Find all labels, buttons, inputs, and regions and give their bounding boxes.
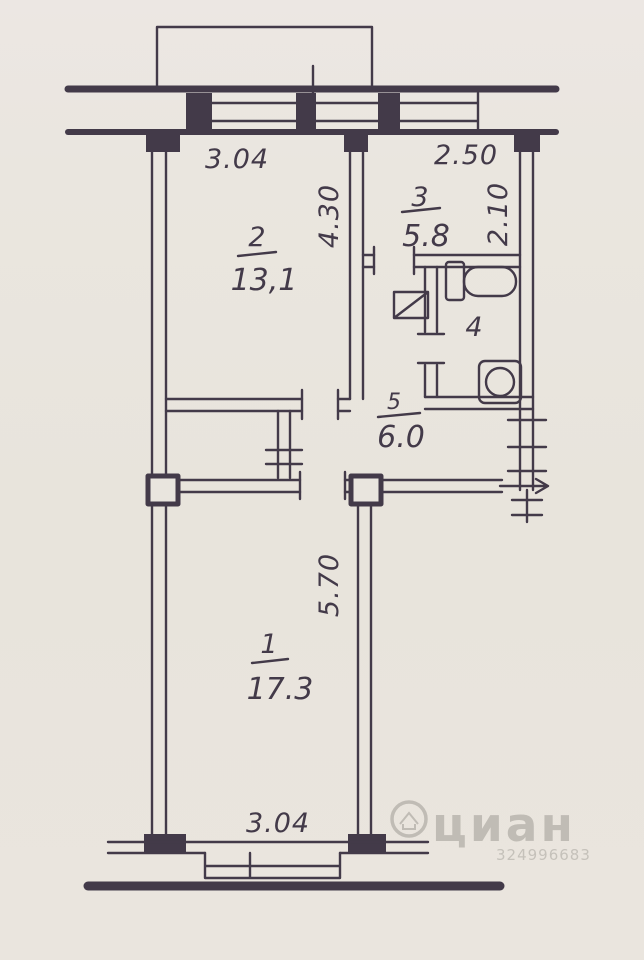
room3-number: 3: [411, 182, 428, 213]
middle-wall: [176, 478, 504, 494]
watermark-logo-icon: [390, 800, 428, 838]
room1-bottom-wall: [106, 840, 430, 855]
closet-wall: [276, 409, 292, 480]
watermark-brand: циан: [432, 798, 576, 853]
window-glazing-lines: [210, 91, 480, 133]
dim-kitchen-width: 2.50: [434, 140, 498, 171]
room4-number: 4: [465, 312, 482, 343]
watermark-house-icon: [399, 811, 419, 830]
right-exterior-wall: [518, 150, 535, 492]
watermark: циан 324996683: [390, 798, 591, 864]
pipe-riser-ticks: [506, 418, 548, 524]
room1-right-wall: [356, 502, 373, 838]
door-opening-ticks: [264, 245, 446, 501]
dim-room1-height: 5.70: [314, 553, 345, 617]
room3-bottom-wall: [361, 253, 522, 269]
vent-shaft: [392, 290, 430, 320]
window-piers: [186, 93, 400, 129]
bottom-window-assembly: [203, 851, 342, 880]
room2-fraction-bar: [236, 250, 278, 258]
room3-area: 5.8: [402, 219, 450, 254]
bathroom-left-wall: [423, 265, 439, 399]
toilet-icon: [444, 260, 518, 302]
room3-fraction-bar: [400, 206, 442, 214]
dim-kitchen-height: 2.10: [483, 182, 514, 246]
entrance-arrow: [498, 477, 550, 495]
wall-column-left: [145, 473, 181, 507]
dim-top-width: 3.04: [205, 144, 269, 175]
room5-number: 5: [387, 390, 401, 415]
room1-area: 17.3: [247, 672, 314, 707]
room2-bottom-wall: [164, 397, 352, 413]
wall-column-mid: [348, 473, 384, 507]
dim-bottom-width: 3.04: [246, 808, 310, 839]
room2-area: 13,1: [231, 263, 298, 298]
balcony-top-outline: [155, 25, 374, 91]
sink-icon: [477, 359, 523, 405]
room5-area: 6.0: [377, 420, 425, 455]
watermark-number: 324996683: [496, 846, 591, 864]
room1-number: 1: [260, 629, 277, 660]
dim-room2-height: 4.30: [314, 184, 345, 248]
room2-divider-wall: [348, 150, 365, 401]
room1-fraction-bar: [250, 657, 290, 665]
room5-fraction-bar: [376, 411, 422, 419]
room2-number: 2: [248, 222, 265, 253]
